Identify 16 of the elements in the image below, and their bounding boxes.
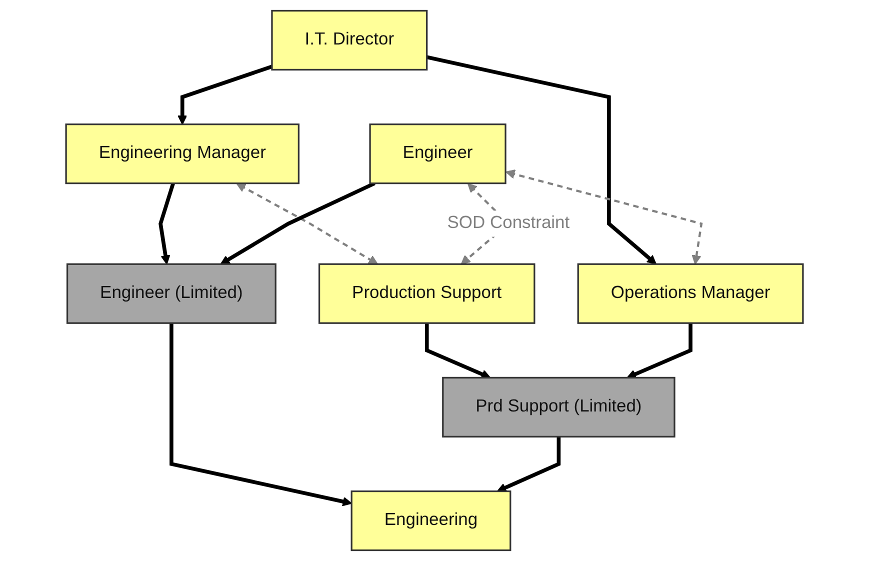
node-box: I.T. Director: [271, 10, 428, 71]
node-box: Prd Support (Limited): [442, 376, 676, 438]
edge-label: SOD Constraint: [447, 214, 570, 232]
node-box: Engineering: [350, 490, 512, 552]
arrow: [158, 182, 175, 265]
node-box: Production Support: [318, 263, 536, 324]
arrow: [626, 323, 692, 379]
arrow: [178, 64, 273, 125]
node-box: Engineer (Limited): [66, 263, 276, 324]
node-box: Engineer: [369, 124, 506, 184]
node-box: Operations Manager: [577, 263, 804, 324]
arrow: [506, 169, 703, 265]
node-box: Engineering Manager: [65, 124, 300, 184]
arrow: [170, 323, 352, 506]
arrow: [496, 436, 561, 492]
arrow: [424, 323, 491, 379]
